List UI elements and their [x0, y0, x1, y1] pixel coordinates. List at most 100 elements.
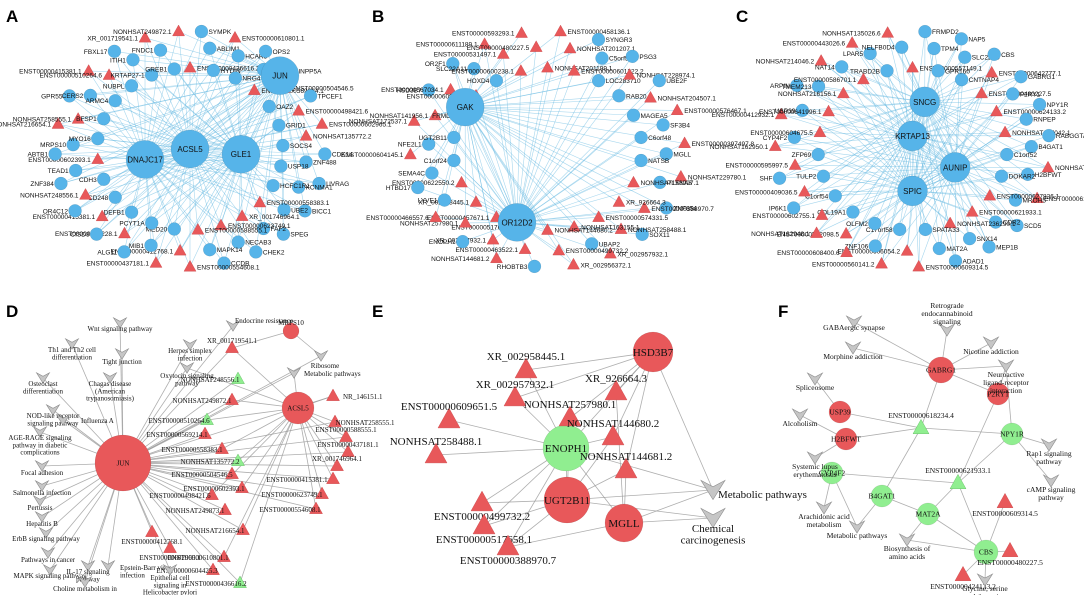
network-edge — [97, 138, 242, 155]
network-edge — [901, 47, 913, 191]
network-edge — [818, 86, 925, 103]
network-edge — [565, 447, 714, 491]
node-enst00000588555-1-label: ENST00000588555.1 — [315, 426, 377, 434]
node-enst00000588555-1-label: ENST00000588555.1 — [205, 227, 268, 234]
node-ablim1 — [203, 41, 217, 56]
node-systemic-lupus-erythematosus — [806, 451, 824, 465]
node-nonhsat258555-1 — [71, 112, 85, 124]
network-edge — [464, 106, 574, 265]
node-syngr3-label: SYNGR3 — [606, 37, 633, 44]
node-nonhsat258555-1-label: NONHSAT258555.1 — [13, 117, 72, 124]
network-edge — [818, 86, 913, 192]
network-edge — [231, 330, 292, 349]
node-enst00000622550-2-label: ENST00000622550.2 — [392, 180, 455, 187]
node-cd248-label: CD248 — [88, 195, 109, 202]
node-nelfb0d4-label: NELFB0D4 — [862, 45, 895, 52]
node-enst00000569214-1-label: ENST00000569214.1 — [146, 431, 208, 439]
node-nonhsat214046-2-label: NONHSAT214046.2 — [756, 59, 815, 66]
node-gabrg1-label: GABRG1 — [926, 366, 956, 375]
node-influenza-a — [55, 414, 71, 426]
node-zfp69 — [811, 147, 825, 162]
node-htbd17-label: HTBD17 — [386, 185, 411, 192]
node-tpcef1-label: TPCEF1 — [318, 93, 343, 100]
node-ccdb — [217, 256, 231, 270]
node-nonhsat162948-1-label: NONHSAT162948.1 — [1055, 165, 1084, 172]
node-chagas-disease-american-trypanosomiasis — [102, 372, 118, 384]
node-fndc1 — [153, 43, 168, 57]
node-cdr2 — [988, 215, 1003, 229]
panel-d-network: JUNACSL5MRPS10XR_001719541.1NONHSAT24855… — [8, 317, 395, 595]
node-slc22a8 — [958, 50, 972, 64]
node-enst00000600238-1-label: ENST00000600238.1 — [451, 69, 514, 76]
network-edge — [428, 143, 518, 223]
node-enst00000499732-2 — [470, 490, 494, 512]
node-enst00000593293-1-label: ENST00000593293.1 — [452, 31, 515, 38]
node-defb1-label: DEFB1 — [104, 210, 125, 217]
network-edge — [924, 101, 1038, 199]
hub-krtap13-label: KRTAP13 — [895, 132, 930, 141]
network-edge — [796, 85, 956, 168]
node-enst00000618234-4-label: ENST00000618234.4 — [1044, 196, 1084, 203]
node-enst00000595997-5-label: ENST00000595997.5 — [726, 163, 789, 170]
hub-acsl5-label: ACSL5 — [177, 145, 203, 154]
node-enst00000623749-1-label: ENST00000623749.1 — [261, 491, 323, 499]
panel-c-network: ENST00000557149.1FRMPD2TPM4GPR160NAP5SLC… — [710, 24, 1084, 272]
network-edge — [465, 70, 575, 108]
node-enst00000458136-1 — [554, 24, 567, 37]
node-mrps10-label: MRPS10 — [40, 142, 66, 149]
node-osteoclast-differentiation — [35, 372, 51, 384]
node-enst00000415381-1 — [326, 471, 340, 484]
node-nonhsat216654-1 — [51, 117, 65, 129]
node-pcyt1a-label: PCYT1A — [119, 221, 145, 228]
node-arachidonic-acid-metabolism — [815, 501, 833, 515]
network-edge — [122, 462, 334, 480]
node-p2ry1-label: P2RY1 — [987, 390, 1009, 399]
node-enst00000602393-1-label: ENST00000602393.1 — [28, 157, 91, 164]
node-rab20 — [612, 89, 626, 103]
network-edge — [122, 355, 322, 464]
node-enst00000557149-1 — [906, 60, 919, 73]
node-hcfc1r1-label: HCFC1R1 — [280, 183, 310, 190]
node-enoph1-label: ENOPH1 — [545, 443, 587, 455]
node-layer: ENST00000557149.1FRMPD2TPM4GPR160NAP5SLC… — [710, 24, 1084, 272]
node-nonhsat162950-1 — [768, 139, 782, 151]
node-rab20-label: RAB20 — [626, 93, 647, 100]
node-tead1 — [68, 163, 83, 178]
node-med20 — [167, 222, 182, 236]
network-edge — [820, 60, 913, 137]
node-c1orf54 — [828, 189, 843, 203]
node-enst00000554608-1-label: ENST00000554608.1 — [259, 506, 321, 514]
node-grid1-label: GRID1 — [286, 123, 306, 130]
node-enst00000436616-2-label: ENST00000436616.2 — [197, 65, 260, 72]
network-edge — [464, 106, 611, 255]
node-sf3b4-label: SF3B4 — [670, 122, 690, 129]
node-enst00000574331-5-label: ENST00000574331.5 — [606, 215, 669, 222]
node-cdk14 — [318, 147, 332, 161]
network-edge — [516, 80, 660, 223]
node-nonhsat141956-1-label: NONHSAT141956.1 — [370, 113, 429, 120]
node-enst00000621933-1-label: ENST00000621933.1 — [979, 210, 1042, 217]
network-edge — [920, 427, 1013, 435]
network-edge — [464, 106, 592, 245]
node-glycine-serine-and-threonine-metabolism-label: Glycine, serineand threoninemetabolism — [962, 584, 1008, 595]
node-nonhsat162948-1-label: NONHSAT162948.1 — [751, 231, 810, 238]
node-xr-001719541-1-label: XR_001719541.1 — [87, 35, 138, 42]
network-edge — [144, 37, 191, 150]
panel-label-c: C — [736, 7, 748, 26]
node-enst00000517658-1 — [472, 513, 496, 535]
node-enst00000604675-5-label: ENST00000604675.5 — [750, 130, 813, 137]
hub-aunip — [939, 152, 971, 183]
node-cdh3 — [96, 172, 111, 187]
node-metabolic-pathways — [700, 479, 726, 501]
node-nrg4-label: NRG4 — [242, 76, 260, 83]
node-znf488 — [299, 155, 313, 169]
node-enst00000600238-1 — [514, 64, 528, 76]
node-alcoholism-label: Alcoholism — [783, 419, 818, 428]
network-edge — [957, 482, 987, 553]
node-wnt-signaling-pathway-label: Wnt signaling pathway — [88, 325, 153, 333]
network-edge — [464, 31, 561, 108]
network-edge — [465, 106, 642, 161]
